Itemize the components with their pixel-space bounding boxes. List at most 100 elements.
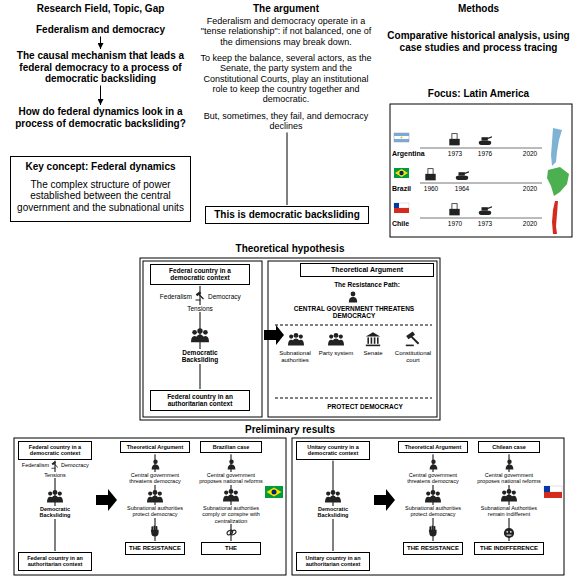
illustration-layer-part: [51, 461, 57, 468]
chile-flag-part: [394, 203, 399, 208]
illustration-layer-part: [228, 460, 236, 470]
label-text: Tensions: [180, 305, 220, 312]
illustration-layer-part: [429, 526, 437, 537]
label-text: Democracy: [208, 293, 258, 300]
node-text: Unitary country in an authoritarian cont…: [300, 555, 366, 568]
node-text: Federal country in an authoritarian cont…: [22, 555, 88, 568]
timeline-panel-part: [425, 169, 435, 181]
text-block: How do federal dynamics look in a proces…: [8, 106, 193, 129]
illustration-layer-part: [223, 489, 239, 501]
node-text: Federal country in a democratic context: [22, 444, 88, 457]
node-text: Brazilian case: [204, 444, 258, 450]
label-text: 1970: [444, 220, 466, 227]
chile-flag-part: [544, 486, 562, 492]
illustration-layer-part: [501, 489, 517, 501]
label-text: Party system: [317, 350, 355, 357]
illustration-layer-part: [288, 333, 304, 345]
label-text: 1976: [474, 150, 496, 157]
connector: [100, 86, 101, 106]
label-text: Subnational authorities: [274, 350, 316, 364]
node-text: To keep the balance, several actors, as …: [200, 53, 372, 105]
label-text: Democratic Backsliding: [35, 506, 75, 519]
label-text: Central government threatens democracy: [118, 472, 192, 485]
big-arrow: [374, 489, 395, 511]
node-text: The causal mechanism that leads a federa…: [8, 50, 193, 85]
text-box: Unitary country in a democratic context: [296, 441, 370, 460]
illustration-layer-part: [430, 460, 438, 470]
node-text: Federal country in a democratic context: [154, 267, 246, 282]
timeline-panel-part: [449, 134, 459, 146]
argentina-flag-part: [394, 139, 409, 142]
label-text: 1964: [451, 185, 473, 192]
timeline-panel-part-part: [420, 183, 542, 184]
node-text: Federalism and democracy operate in a "t…: [200, 16, 372, 47]
text-box: Theoretical Argument: [300, 263, 434, 277]
chile-flag: [544, 486, 562, 498]
text-box: Federal country in a democratic context: [18, 441, 92, 460]
node-text: Theoretical Argument: [124, 444, 186, 450]
text-box: This is democratic backsliding: [205, 206, 369, 224]
illustration-layer-part: [504, 528, 514, 538]
illustration-layer-part: [425, 490, 441, 502]
argentina-map: [551, 128, 562, 166]
node-text: Theoretical Argument: [304, 266, 430, 274]
node-text: This is democratic backsliding: [209, 209, 365, 221]
label-text: Preliminary results: [140, 424, 440, 436]
text-block: Federalism and democracy operate in a "t…: [200, 16, 372, 131]
timeline-panel-part: [420, 148, 542, 218]
argentina-flag-part: [394, 133, 409, 136]
label-text: Federalism: [16, 462, 49, 468]
hypothesis-frame: [140, 258, 440, 420]
text-block: The causal mechanism that leads a federa…: [8, 50, 193, 85]
hypothesis-frame-part: [275, 325, 432, 326]
label-text: Chile: [392, 220, 430, 228]
label-text: Theoretical hypothesis: [140, 243, 440, 255]
node-text: Theoretical Argument: [402, 444, 464, 450]
node-text: Unitary country in a democratic context: [300, 444, 366, 457]
label-text: Focus: Latin America: [385, 88, 572, 100]
connector: [287, 132, 288, 205]
label-text: 1973: [474, 220, 496, 227]
label-text: Constitutional court: [391, 350, 435, 364]
hypothesis-frame-part: [143, 261, 262, 417]
node-text: How do federal dynamics look in a proces…: [8, 106, 193, 129]
chile-flag-part: [544, 486, 550, 492]
label-text: Research Field, Topic, Gap: [8, 3, 193, 15]
illustration-layer-part: [328, 333, 344, 345]
hypothesis-frame-part: [275, 398, 432, 399]
label-text: 1973: [444, 150, 466, 157]
argentina-flag-part: [394, 133, 409, 142]
chile-flag-part: [394, 208, 409, 213]
label-text: Central government threatens democracy: [396, 472, 470, 485]
timeline-panel: [390, 104, 572, 237]
node-text: Federal country in an authoritarian cont…: [154, 393, 246, 408]
label-text: Federalism: [146, 293, 192, 300]
big-arrow: [96, 489, 117, 511]
brazil-flag-part: [399, 171, 403, 175]
text-box: Brazilian case: [200, 441, 262, 453]
timeline-panel-part: [479, 207, 492, 215]
label-text: The argument: [200, 3, 372, 15]
hypothesis-frame-part: [268, 261, 437, 417]
label-text: Methods: [385, 3, 572, 15]
label-text: 1960: [420, 185, 442, 192]
brazil-flag-part: [395, 169, 408, 177]
hypothesis-frame-part: [140, 258, 440, 420]
argentina-flag-part: [394, 136, 409, 139]
illustration-layer-part: [226, 529, 236, 535]
brazil-flag-part: [394, 168, 409, 178]
text-box: Theoretical Argument: [398, 441, 468, 453]
connector: [100, 37, 101, 50]
text-box: Theoretical Argument: [120, 441, 190, 453]
label-text: Central government proposes national ref…: [474, 472, 544, 485]
chile-flag-part: [544, 492, 562, 498]
label-text: Comparative historical analysis, using c…: [385, 30, 572, 53]
timeline-panel-part-part: [420, 218, 542, 219]
text-box: Federal country in an authoritarian cont…: [18, 552, 92, 571]
illustration-layer-part: [191, 328, 209, 342]
node-text: Federalism and democracy: [8, 24, 193, 36]
brazil-flag: [265, 486, 283, 498]
text-box: THE RESISTANCE: [125, 542, 185, 555]
label-text: Argentina: [392, 150, 430, 158]
node-text: THE INDIFFERENCE: [478, 545, 540, 552]
